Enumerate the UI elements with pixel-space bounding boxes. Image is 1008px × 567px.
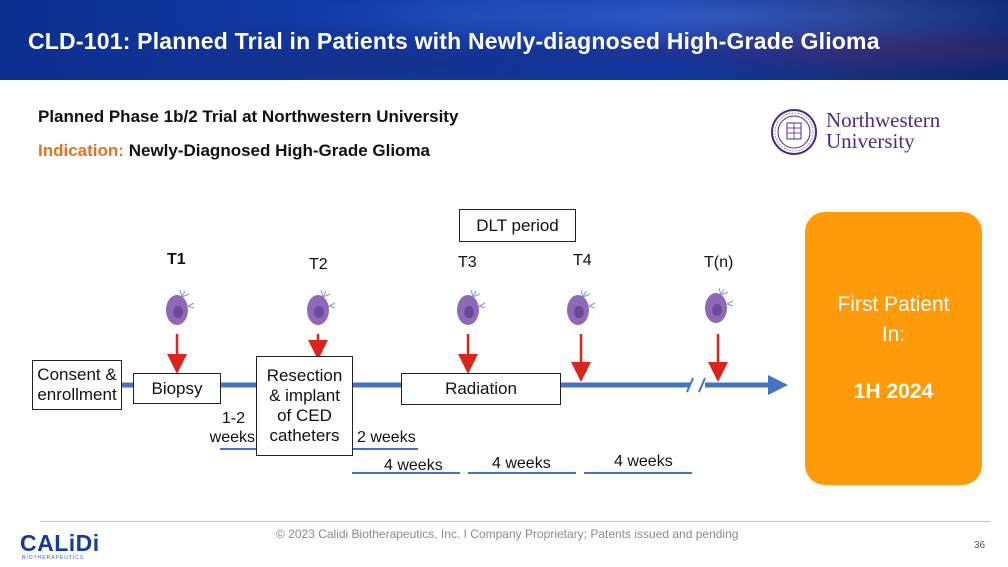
consent-line1: Consent &	[37, 365, 117, 384]
resection-box: Resection & implant of CED catheters	[256, 356, 353, 456]
timeline-break-mark	[686, 377, 694, 393]
copyright-text: © 2023 Calidi Biotherapeutics, Inc. I Co…	[276, 527, 739, 541]
biopsy-box: Biopsy	[133, 373, 221, 404]
interval-1-2-line2: weeks	[209, 429, 255, 446]
footer-divider	[40, 521, 990, 522]
indication-line: Indication: Newly-Diagnosed High-Grade G…	[38, 141, 430, 161]
trial-description: Planned Phase 1b/2 Trial at Northwestern…	[38, 107, 459, 126]
interval-4-weeks-b: 4 weeks	[492, 455, 551, 472]
university-logo: Northwestern University	[826, 110, 940, 152]
interval-1-2-weeks: 1-2 weeks	[207, 409, 255, 447]
slide-title: CLD-101: Planned Trial in Patients with …	[28, 28, 880, 54]
cell-icon	[166, 289, 195, 325]
timepoint-tn: T(n)	[704, 254, 734, 271]
university-logo-line1: Northwestern	[826, 108, 941, 132]
first-patient-card	[805, 212, 982, 485]
indication-label: Indication:	[38, 141, 124, 160]
first-patient-label: First Patient In:	[805, 290, 982, 350]
dlt-period-label: DLT period	[459, 209, 576, 242]
university-seal-icon	[771, 109, 817, 155]
timepoint-t4: T4	[573, 252, 592, 269]
cell-icon	[457, 289, 486, 325]
first-patient-date: 1H 2024	[853, 380, 934, 403]
consent-enrollment-box: Consent & enrollment	[32, 360, 122, 410]
timepoint-t1: T1	[167, 251, 186, 268]
cell-icon	[567, 289, 596, 325]
cell-icon	[307, 289, 336, 325]
timeline-graphic	[120, 287, 788, 474]
timepoint-t3: T3	[458, 254, 477, 271]
resection-line2: & implant	[269, 386, 340, 405]
timeline-break-mark	[698, 377, 706, 393]
resection-line4: catheters	[269, 426, 340, 445]
resection-line1: Resection	[266, 366, 343, 385]
company-logo-subtitle: BIOTHERAPEUTICS	[22, 555, 85, 561]
university-logo-line2: University	[826, 129, 915, 153]
cell-icon	[705, 287, 734, 323]
interval-4-weeks-c: 4 weeks	[614, 453, 673, 470]
header-banner	[0, 0, 1008, 80]
radiation-box: Radiation	[401, 373, 561, 405]
indication-value: Newly-Diagnosed High-Grade Glioma	[128, 141, 431, 160]
header-texture	[0, 0, 1008, 80]
resection-line3: of CED	[277, 406, 332, 425]
first-patient-line1: First Patient	[837, 293, 950, 316]
page-number: 36	[974, 540, 986, 551]
first-patient-line2: In:	[881, 323, 906, 346]
timepoint-t2: T2	[309, 256, 328, 273]
consent-line2: enrollment	[37, 385, 117, 404]
interval-4-weeks-a: 4 weeks	[384, 457, 443, 474]
interval-2-weeks: 2 weeks	[357, 429, 416, 446]
company-logo: CALiDi	[20, 530, 100, 556]
interval-1-2-line1: 1-2	[221, 410, 245, 427]
timeline-arrowhead	[768, 375, 788, 395]
